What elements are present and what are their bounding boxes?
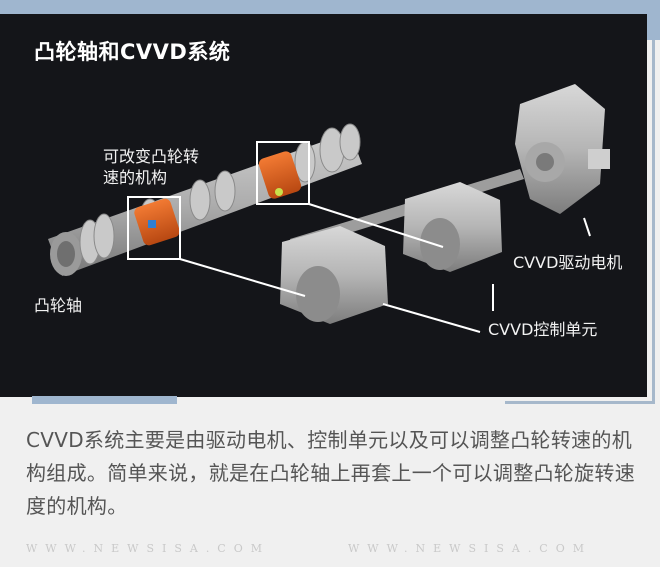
variable-speed-mechanism-graphic — [134, 151, 302, 246]
drive-motor-graphic — [515, 84, 610, 214]
watermark-left: WWW.NEWSISA.COM — [26, 542, 271, 555]
highlight-box-1 — [127, 196, 181, 260]
cvvd-diagram-graphic — [48, 84, 610, 333]
top-right-accent — [647, 0, 660, 40]
leader-lines — [179, 203, 591, 333]
frame-right-line — [652, 40, 655, 404]
illustration-panel: 凸轮轴和CVVD系统 可改变凸轮转速的机构 凸轮轴 CVVD驱动电机 CVVD控… — [0, 14, 647, 397]
label-drive-motor: CVVD驱动电机 — [513, 253, 623, 272]
control-unit-graphic — [280, 182, 502, 324]
frame-bottom-line — [505, 401, 655, 404]
top-accent-band — [0, 0, 660, 14]
highlight-box-2 — [256, 141, 310, 205]
label-variable-speed-mechanism: 可改变凸轮转速的机构 — [103, 147, 200, 187]
watermark-right: WWW.NEWSISA.COM — [348, 542, 593, 555]
label-camshaft: 凸轮轴 — [34, 296, 83, 315]
caption-text: CVVD系统主要是由驱动电机、控制单元以及可以调整凸轮转速的机构组成。简单来说，… — [26, 428, 635, 518]
figure-title: 凸轮轴和CVVD系统 — [34, 40, 231, 64]
label-control-unit: CVVD控制单元 — [488, 320, 598, 339]
bottom-left-accent — [32, 396, 177, 404]
